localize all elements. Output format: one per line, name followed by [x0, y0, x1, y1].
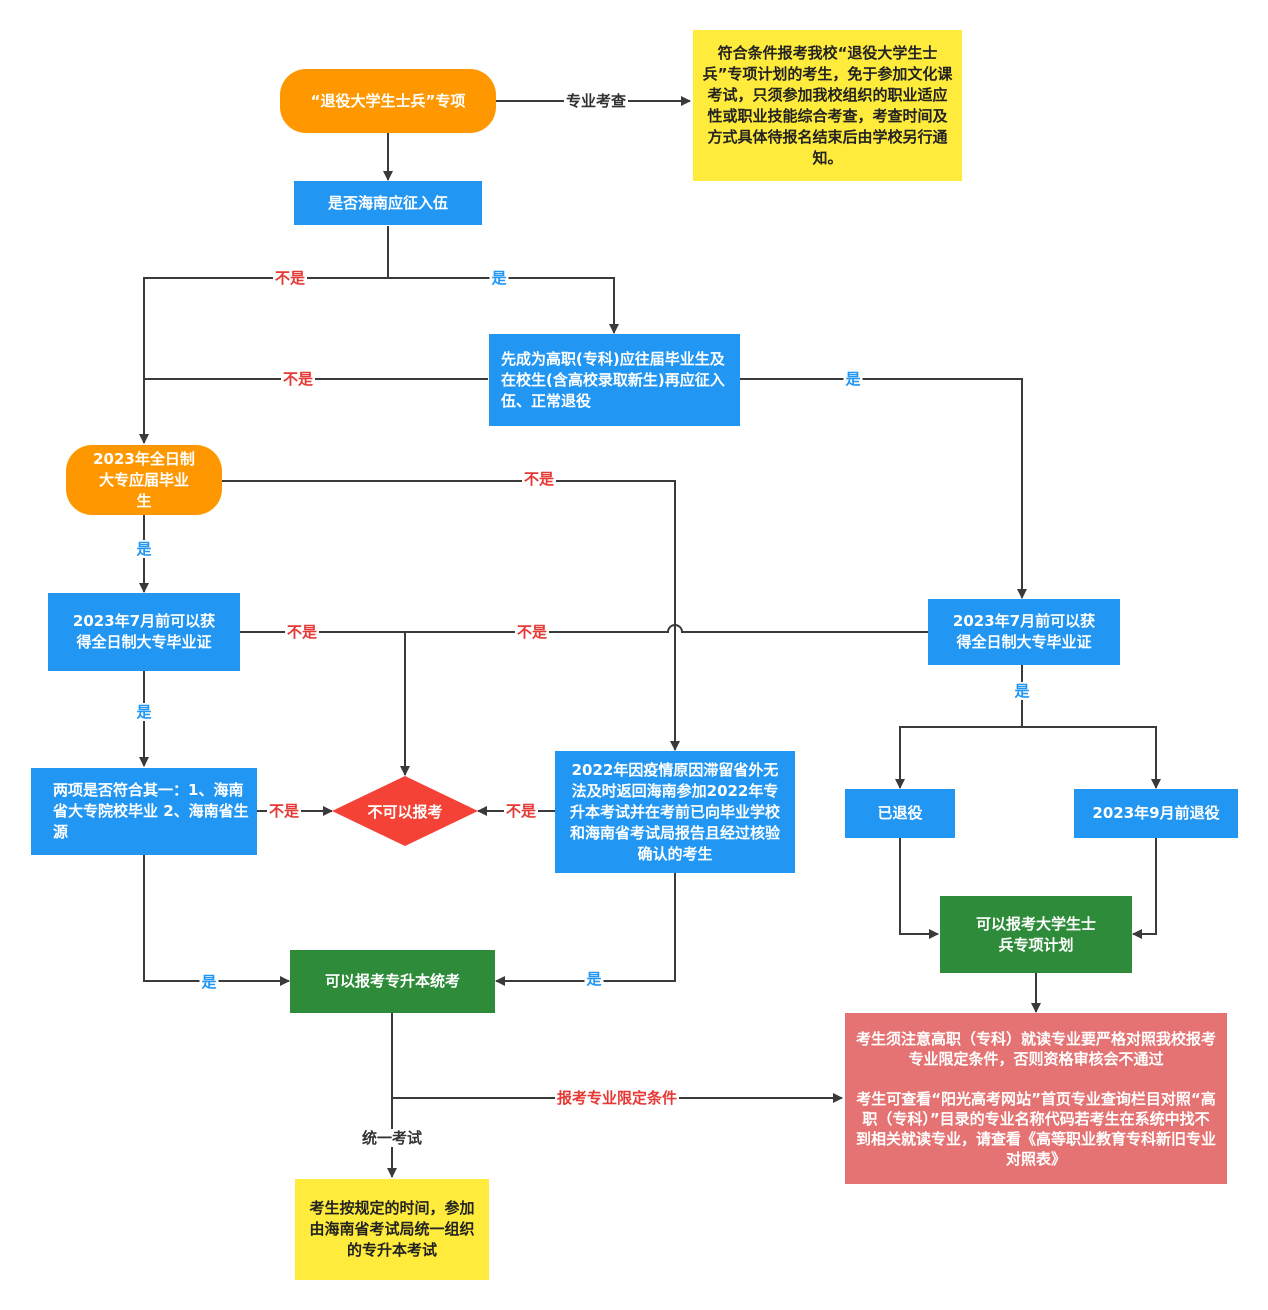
major-note-1: 考生须注意高职（专科）就读专业要严格对照我校报考专业限定条件，否则资格审核会不通… [855, 1029, 1216, 1068]
label-yes-covid: 是 [584, 970, 604, 988]
covid-case: 2022年因疫情原因滞留省外无法及时返回海南参加2022年专升本考试并在考前已向… [555, 751, 795, 873]
question-graduate-first: 先成为高职(专科)应往届毕业生及在校生(含高校录取新生)再应征入伍、正常退役 [489, 334, 740, 426]
label-major-check: 专业考查 [563, 92, 629, 110]
cannot-apply-label: 不可以报考 [367, 802, 443, 821]
retire-before-sep: 2023年9月前退役 [1074, 789, 1238, 838]
can-apply-soldier-plan: 可以报考大学生士兵专项计划 [940, 896, 1132, 973]
label-yes-graduate: 是 [134, 540, 154, 558]
label-no-cert-right: 不是 [514, 623, 550, 641]
label-yes-hainan: 是 [489, 269, 509, 287]
note-major-check: 符合条件报考我校“退役大学生士兵”专项计划的考生，免于参加文化课考试，只须参加我… [693, 30, 962, 181]
label-no-first-grad: 不是 [280, 370, 316, 388]
question-cert-left: 2023年7月前可以获得全日制大专毕业证 [48, 593, 240, 671]
label-no-covid: 不是 [503, 802, 539, 820]
major-note-2: 考生可查看“阳光高考网站”首页专业查询栏目对照“高职（专科）”目录的专业名称代码… [855, 1089, 1216, 1168]
label-no-two-items: 不是 [266, 802, 302, 820]
label-no-cert-left: 不是 [284, 623, 320, 641]
exam-note: 考生按规定的时间，参加由海南省考试局统一组织的专升本考试 [295, 1179, 489, 1280]
can-apply-unified-exam: 可以报考专升本统考 [290, 950, 495, 1013]
label-yes-cert-right: 是 [1012, 682, 1032, 700]
cannot-apply-diamond [332, 776, 478, 846]
graduate-2023: 2023年全日制大专应届毕业生 [66, 445, 222, 515]
label-no-hainan: 不是 [272, 269, 308, 287]
label-yes-first-grad: 是 [843, 370, 863, 388]
label-no-graduate: 不是 [521, 470, 557, 488]
label-yes-two-items: 是 [199, 973, 219, 991]
label-yes-cert-left: 是 [134, 703, 154, 721]
label-unified-exam: 统一考试 [359, 1129, 425, 1147]
label-major-limits: 报考专业限定条件 [554, 1089, 680, 1107]
question-hainan-enlist: 是否海南应征入伍 [294, 181, 482, 225]
major-limits-note: 考生须注意高职（专科）就读专业要严格对照我校报考专业限定条件，否则资格审核会不通… [845, 1013, 1227, 1184]
retired: 已退役 [845, 789, 955, 838]
question-two-items: 两项是否符合其一：1、海南省大专院校毕业 2、海南省生源 [31, 768, 257, 855]
start-special-plan: “退役大学生士兵”专项 [280, 69, 496, 133]
question-cert-right: 2023年7月前可以获得全日制大专毕业证 [928, 599, 1120, 665]
